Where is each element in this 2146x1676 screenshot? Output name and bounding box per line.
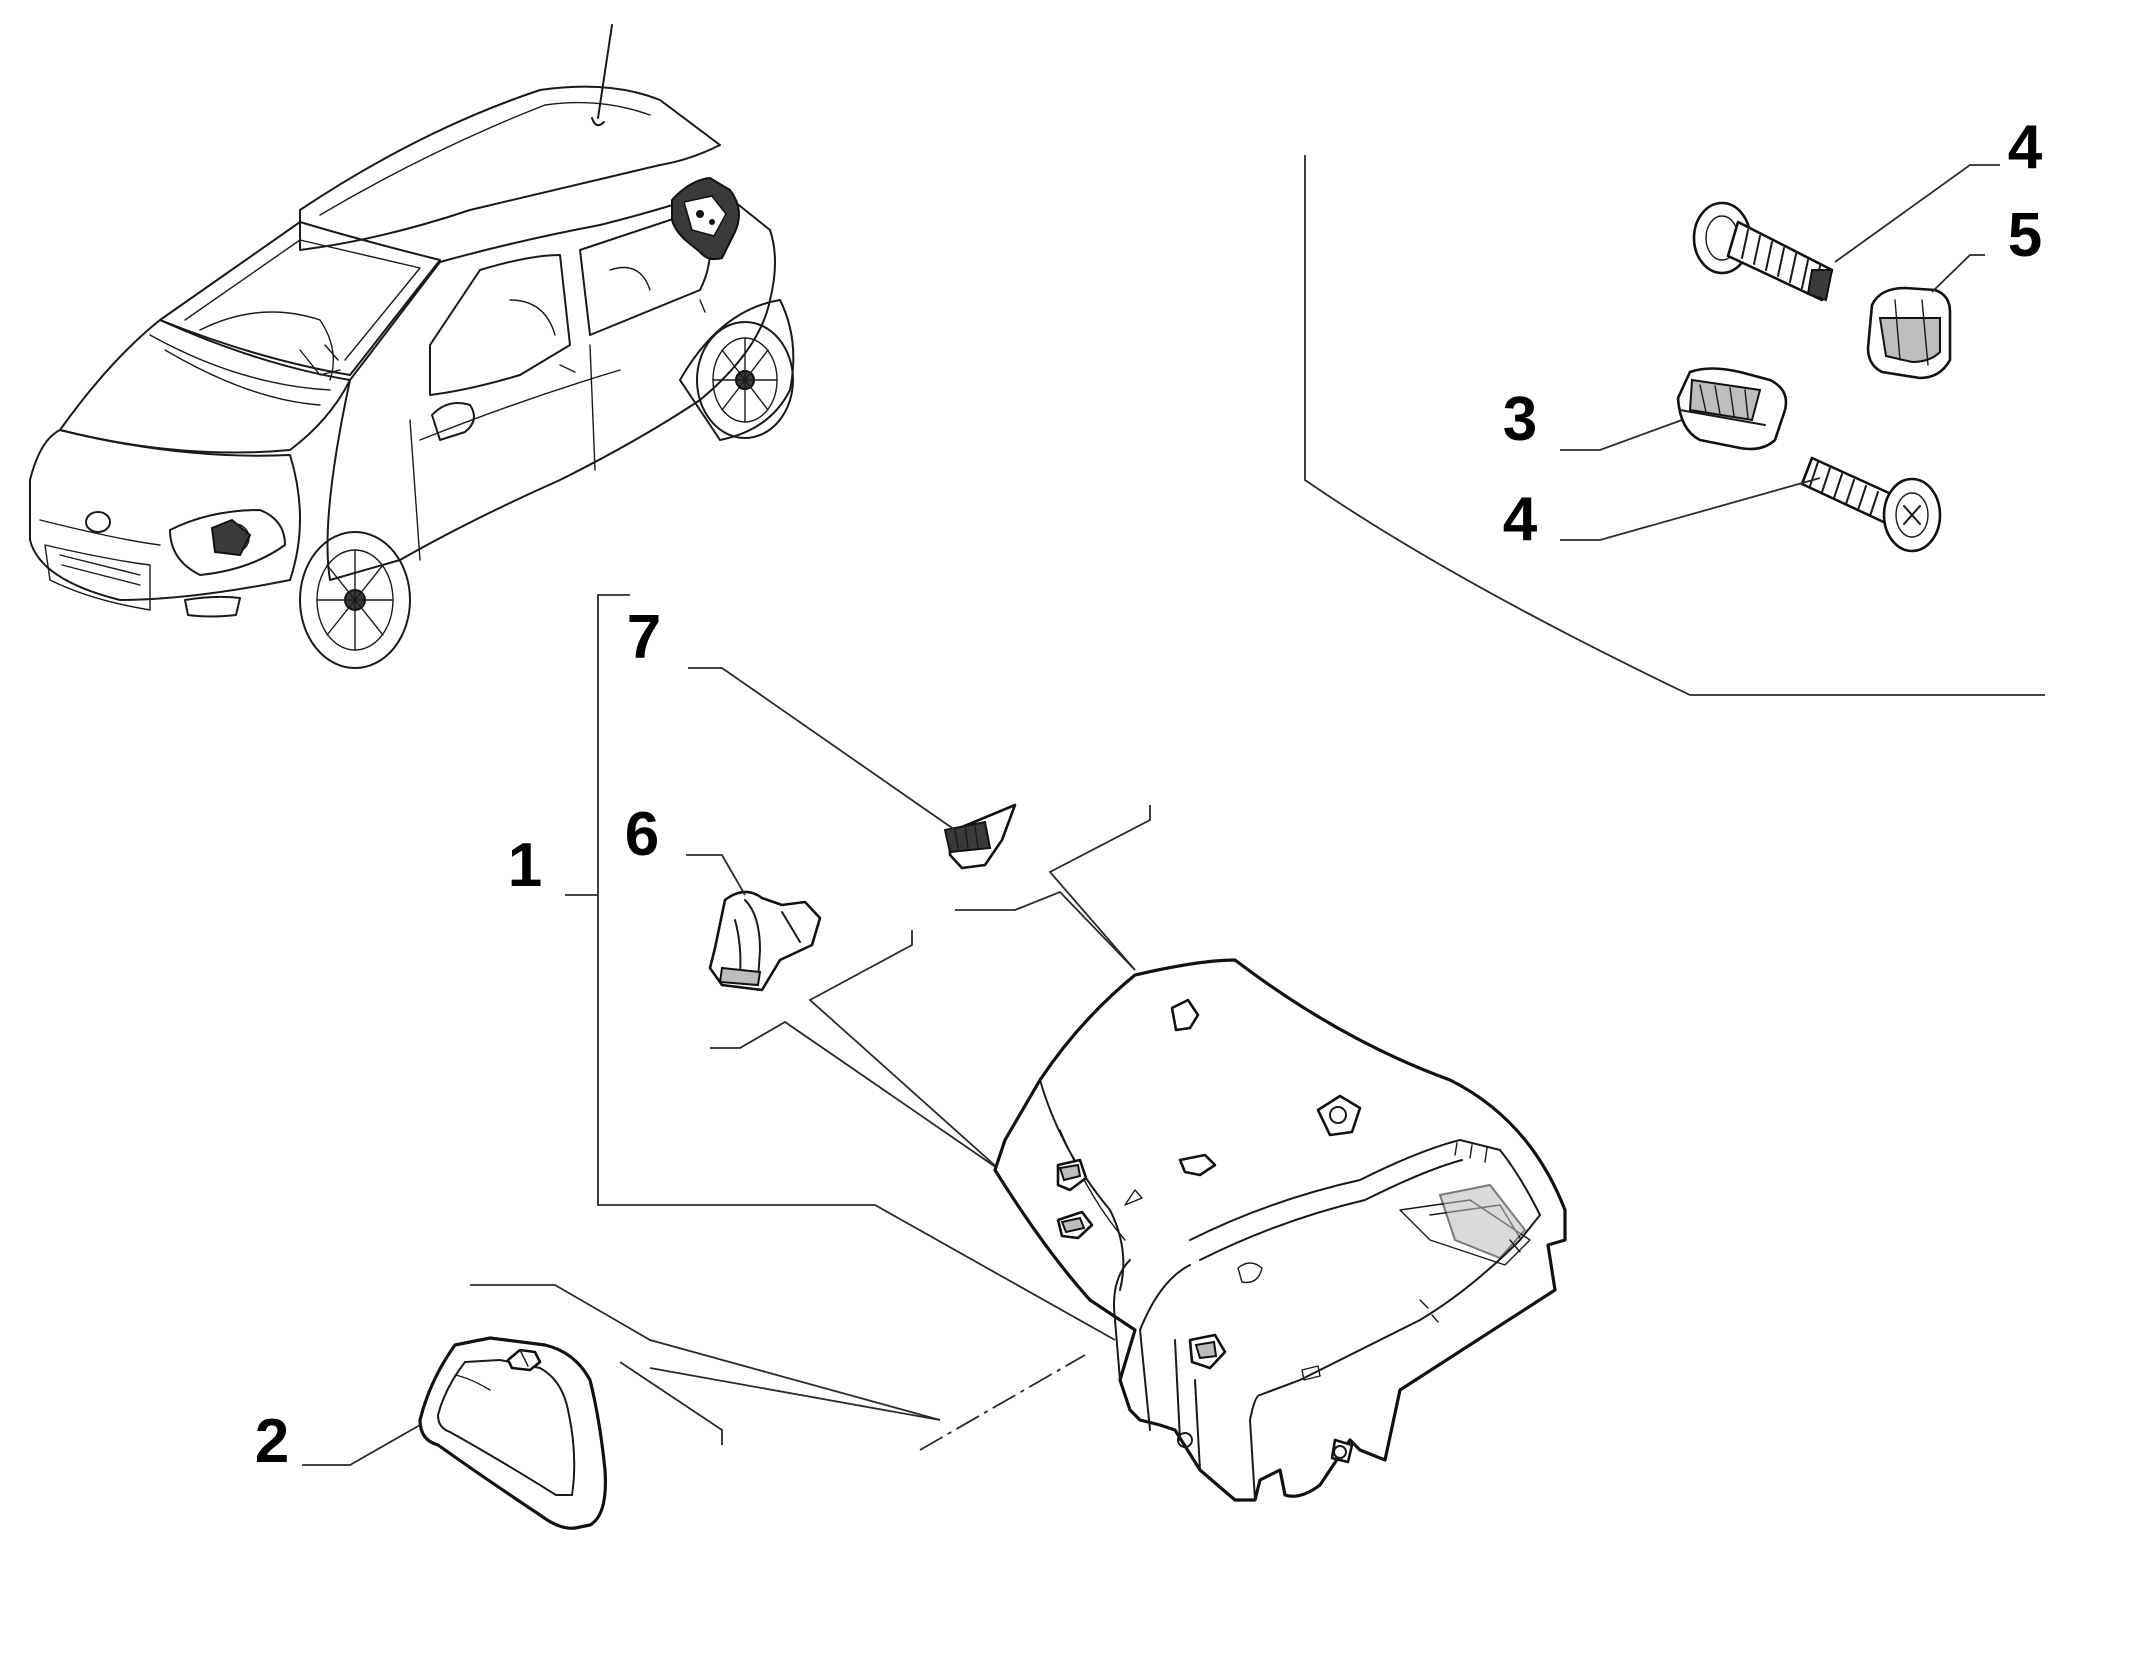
callout-3: 3 — [1503, 385, 1537, 454]
callout-4-upper: 4 — [2008, 113, 2043, 182]
clip-icon — [708, 890, 822, 992]
callout-4-lower: 4 — [1503, 485, 1538, 554]
callout-7: 7 — [627, 603, 661, 672]
callout-1: 1 — [508, 831, 542, 900]
screw-icon — [1692, 201, 1834, 302]
handle-bezel-icon — [418, 1336, 608, 1530]
callout-2: 2 — [255, 1407, 289, 1476]
screw-icon — [1800, 456, 1942, 553]
hatchback-car-icon — [29, 24, 795, 669]
clip-icon — [1676, 367, 1788, 451]
callout-6: 6 — [625, 800, 659, 869]
callout-5: 5 — [2008, 201, 2042, 270]
hardware-inset — [1304, 155, 2045, 696]
clip-icon — [1866, 286, 1952, 380]
glovebox-housing-icon — [993, 958, 1567, 1502]
clip-icon — [943, 803, 1017, 870]
